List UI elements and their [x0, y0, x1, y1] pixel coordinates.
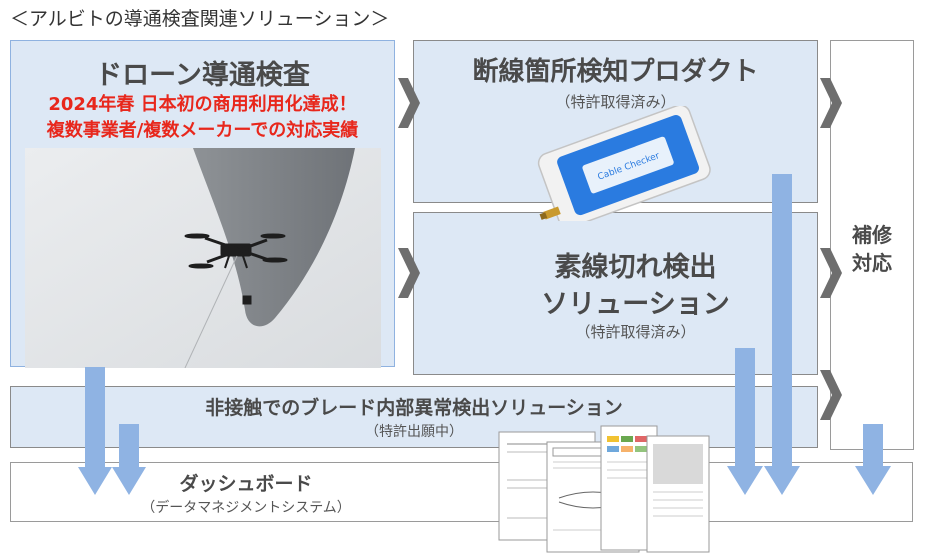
arrow-down-icon [78, 367, 112, 495]
report-documents-image [497, 418, 712, 559]
arrow-down-icon [764, 174, 800, 495]
cable-checker-device: Cable Checker [527, 104, 717, 229]
chevron-right-icon [820, 370, 842, 420]
maintenance-line2: 対応 [852, 251, 892, 275]
dashboard-heading: ダッシュボード [179, 473, 313, 495]
maintenance-panel: 補修 対応 [830, 40, 914, 450]
drone-highlight-line2: 複数事業者/複数メーカーでの対応実績 [46, 120, 359, 141]
chevron-right-icon [398, 78, 420, 128]
drone-highlight-line1: 2024年春 日本初の商用利用化達成！ [48, 94, 357, 115]
non-contact-detection-panel: 非接触でのブレード内部異常検出ソリューション （特許出願中） [10, 386, 818, 448]
non-contact-heading: 非接触でのブレード内部異常検出ソリューション [205, 397, 623, 419]
chevron-right-icon [820, 78, 842, 128]
non-contact-patent-note: （特許出願中） [365, 424, 463, 440]
arrow-down-icon [855, 424, 891, 495]
maintenance-line1: 補修 [852, 223, 892, 247]
strand-break-heading-line2: ソリューション [541, 289, 730, 320]
page-title: ＜アルビトの導通検査関連ソリューション＞ [10, 8, 390, 30]
chevron-right-icon [820, 248, 842, 298]
dashboard-panel: ダッシュボード （データマネジメントシステム） [10, 462, 913, 522]
strand-break-panel: 素線切れ検出 ソリューション （特許取得済み） [413, 212, 818, 375]
disconnection-patent-note: （特許取得済み） [555, 93, 676, 111]
drone-inspection-panel: ドローン導通検査 2024年春 日本初の商用利用化達成！ 複数事業者/複数メーカ… [10, 40, 395, 368]
strand-break-heading-line1: 素線切れ検出 [554, 252, 717, 283]
dashboard-note: （データマネジメントシステム） [141, 500, 351, 516]
drone-icon [184, 233, 288, 305]
disconnection-detection-heading: 断線箇所検知プロダクト [472, 57, 759, 87]
arrow-down-icon [112, 424, 146, 495]
chevron-right-icon [398, 248, 420, 298]
arrow-down-icon [727, 348, 763, 495]
drone-photo [25, 148, 381, 368]
strand-break-patent-note: （特許取得済み） [575, 323, 696, 341]
drone-inspection-heading: ドローン導通検査 [95, 60, 310, 91]
drone-blade-image [25, 148, 381, 368]
